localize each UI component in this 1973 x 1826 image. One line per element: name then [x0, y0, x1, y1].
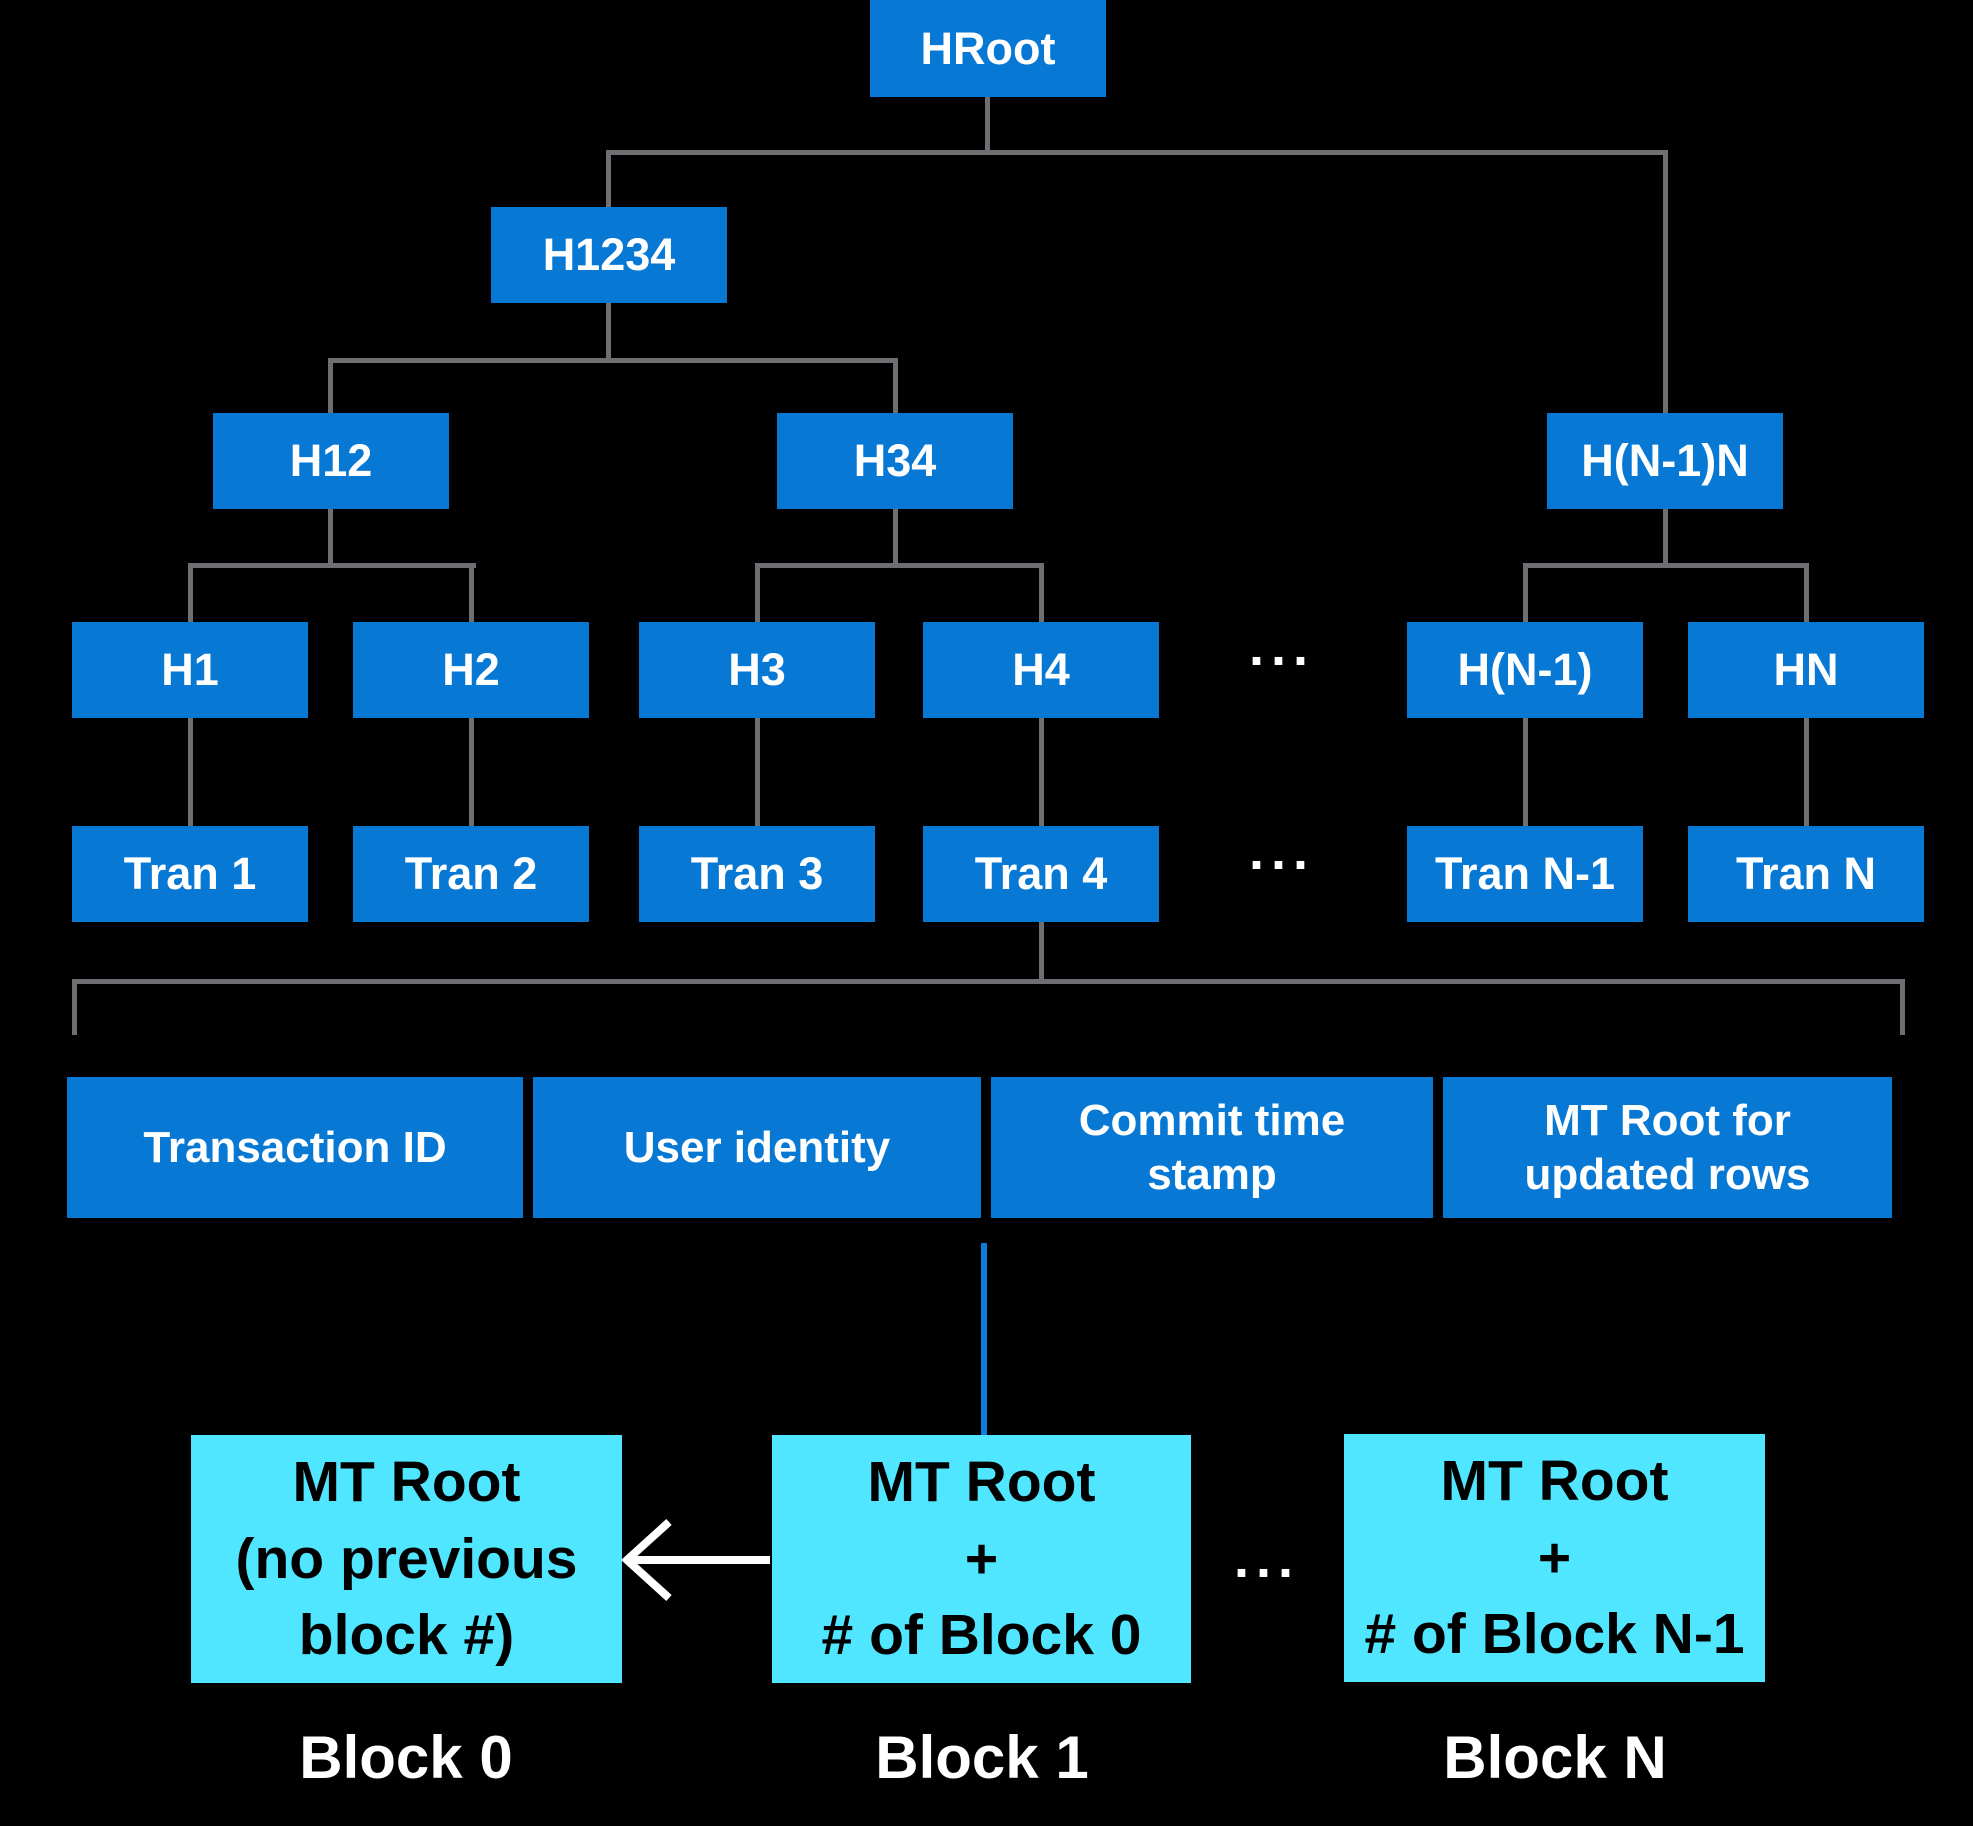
node-label: H1234 — [542, 229, 676, 280]
node-h1234: H1234 — [491, 207, 727, 303]
tran-row-ellipsis: ... — [1232, 814, 1332, 878]
node-label: H1 — [161, 644, 219, 695]
node-hroot: HRoot — [870, 0, 1106, 97]
node-hn1n: H(N-1)N — [1547, 413, 1783, 509]
node-label: H3 — [728, 644, 786, 695]
block-link-arrow-icon — [621, 1519, 770, 1601]
block-content: MT Root + # of Block N-1 — [1364, 1448, 1745, 1667]
node-hn: HN — [1688, 622, 1924, 718]
connector-line — [1039, 922, 1044, 982]
node-h1: H1 — [72, 622, 308, 718]
block-label-text: Block 1 — [875, 1724, 1089, 1791]
node-h3: H3 — [639, 622, 875, 718]
bracket-line — [72, 979, 77, 1035]
bar-to-block-link-line — [981, 1243, 987, 1435]
node-hn-1: H(N-1) — [1407, 622, 1643, 718]
ellipsis-text: ... — [1233, 1529, 1300, 1589]
bracket-line — [72, 979, 1905, 984]
block-n-box: MT Root + # of Block N-1 — [1344, 1434, 1765, 1682]
connector-line — [1039, 563, 1044, 624]
node-label: Tran N-1 — [1434, 848, 1616, 899]
connector-line — [328, 358, 898, 363]
connector-line — [755, 563, 760, 624]
node-label: H(N-1)N — [1581, 435, 1749, 486]
node-label: Tran 2 — [404, 848, 538, 899]
block-0-box: MT Root (no previous block #) — [191, 1435, 622, 1683]
connector-line — [1804, 718, 1809, 826]
node-h2: H2 — [353, 622, 589, 718]
node-tran-n: Tran N — [1688, 826, 1924, 922]
connector-line — [469, 563, 474, 624]
block-label-text: Block 0 — [299, 1724, 513, 1791]
node-label: Tran 4 — [974, 848, 1108, 899]
connector-line — [469, 718, 474, 826]
connector-line — [606, 150, 1668, 155]
node-label: Tran 1 — [123, 848, 257, 899]
node-h12: H12 — [213, 413, 449, 509]
block-0-label: Block 0 — [206, 1718, 606, 1798]
block-row-ellipsis: ... — [1217, 1522, 1317, 1586]
node-label: H4 — [1012, 644, 1070, 695]
bar-cell-label: MT Root for updated rows — [1524, 1095, 1811, 1199]
block-1-box: MT Root + # of Block 0 — [772, 1435, 1191, 1683]
block-1-label: Block 1 — [782, 1718, 1182, 1798]
connector-line — [1663, 509, 1668, 565]
node-h4: H4 — [923, 622, 1159, 718]
block-label-text: Block N — [1443, 1724, 1667, 1791]
connector-line — [188, 718, 193, 826]
node-label: H(N-1) — [1457, 644, 1593, 695]
connector-line — [755, 718, 760, 826]
node-label: HRoot — [920, 22, 1056, 74]
node-tran-2: Tran 2 — [353, 826, 589, 922]
node-label: Tran N — [1735, 848, 1877, 899]
bar-cell-user-identity: User identity — [533, 1077, 981, 1218]
block-content: MT Root + # of Block 0 — [821, 1449, 1142, 1668]
ellipsis-text: ... — [1248, 821, 1315, 881]
connector-line — [188, 563, 476, 568]
connector-line — [985, 97, 990, 155]
connector-line — [755, 563, 1043, 568]
connector-line — [328, 358, 333, 416]
bracket-line — [1900, 979, 1905, 1035]
connector-line — [606, 150, 611, 210]
ellipsis-text: ... — [1248, 617, 1315, 677]
connector-line — [328, 509, 333, 565]
node-label: H34 — [853, 435, 937, 486]
connector-line — [606, 303, 611, 361]
bar-cell-mt-root: MT Root for updated rows — [1443, 1077, 1892, 1218]
bar-cell-label: User identity — [623, 1122, 891, 1172]
connector-line — [1039, 718, 1044, 826]
node-label: H12 — [289, 435, 373, 486]
connector-line — [1523, 718, 1528, 826]
node-tran-n-1: Tran N-1 — [1407, 826, 1643, 922]
hash-row-ellipsis: ... — [1232, 610, 1332, 674]
connector-line — [1663, 150, 1668, 416]
connector-line — [1523, 563, 1809, 568]
connector-line — [893, 509, 898, 565]
node-label: Tran 3 — [690, 848, 824, 899]
block-content: MT Root (no previous block #) — [235, 1449, 578, 1668]
node-label: HN — [1773, 644, 1839, 695]
node-tran-4: Tran 4 — [923, 826, 1159, 922]
bar-cell-commit-time-stamp: Commit time stamp — [991, 1077, 1433, 1218]
node-tran-1: Tran 1 — [72, 826, 308, 922]
connector-line — [1804, 563, 1809, 624]
block-n-label: Block N — [1355, 1718, 1755, 1798]
bar-cell-transaction-id: Transaction ID — [67, 1077, 523, 1218]
connector-line — [1523, 563, 1528, 624]
node-h34: H34 — [777, 413, 1013, 509]
bar-cell-label: Commit time stamp — [1078, 1095, 1346, 1199]
connector-line — [893, 358, 898, 416]
bar-cell-label: Transaction ID — [143, 1122, 447, 1172]
node-tran-3: Tran 3 — [639, 826, 875, 922]
connector-line — [188, 563, 193, 624]
node-label: H2 — [442, 644, 500, 695]
